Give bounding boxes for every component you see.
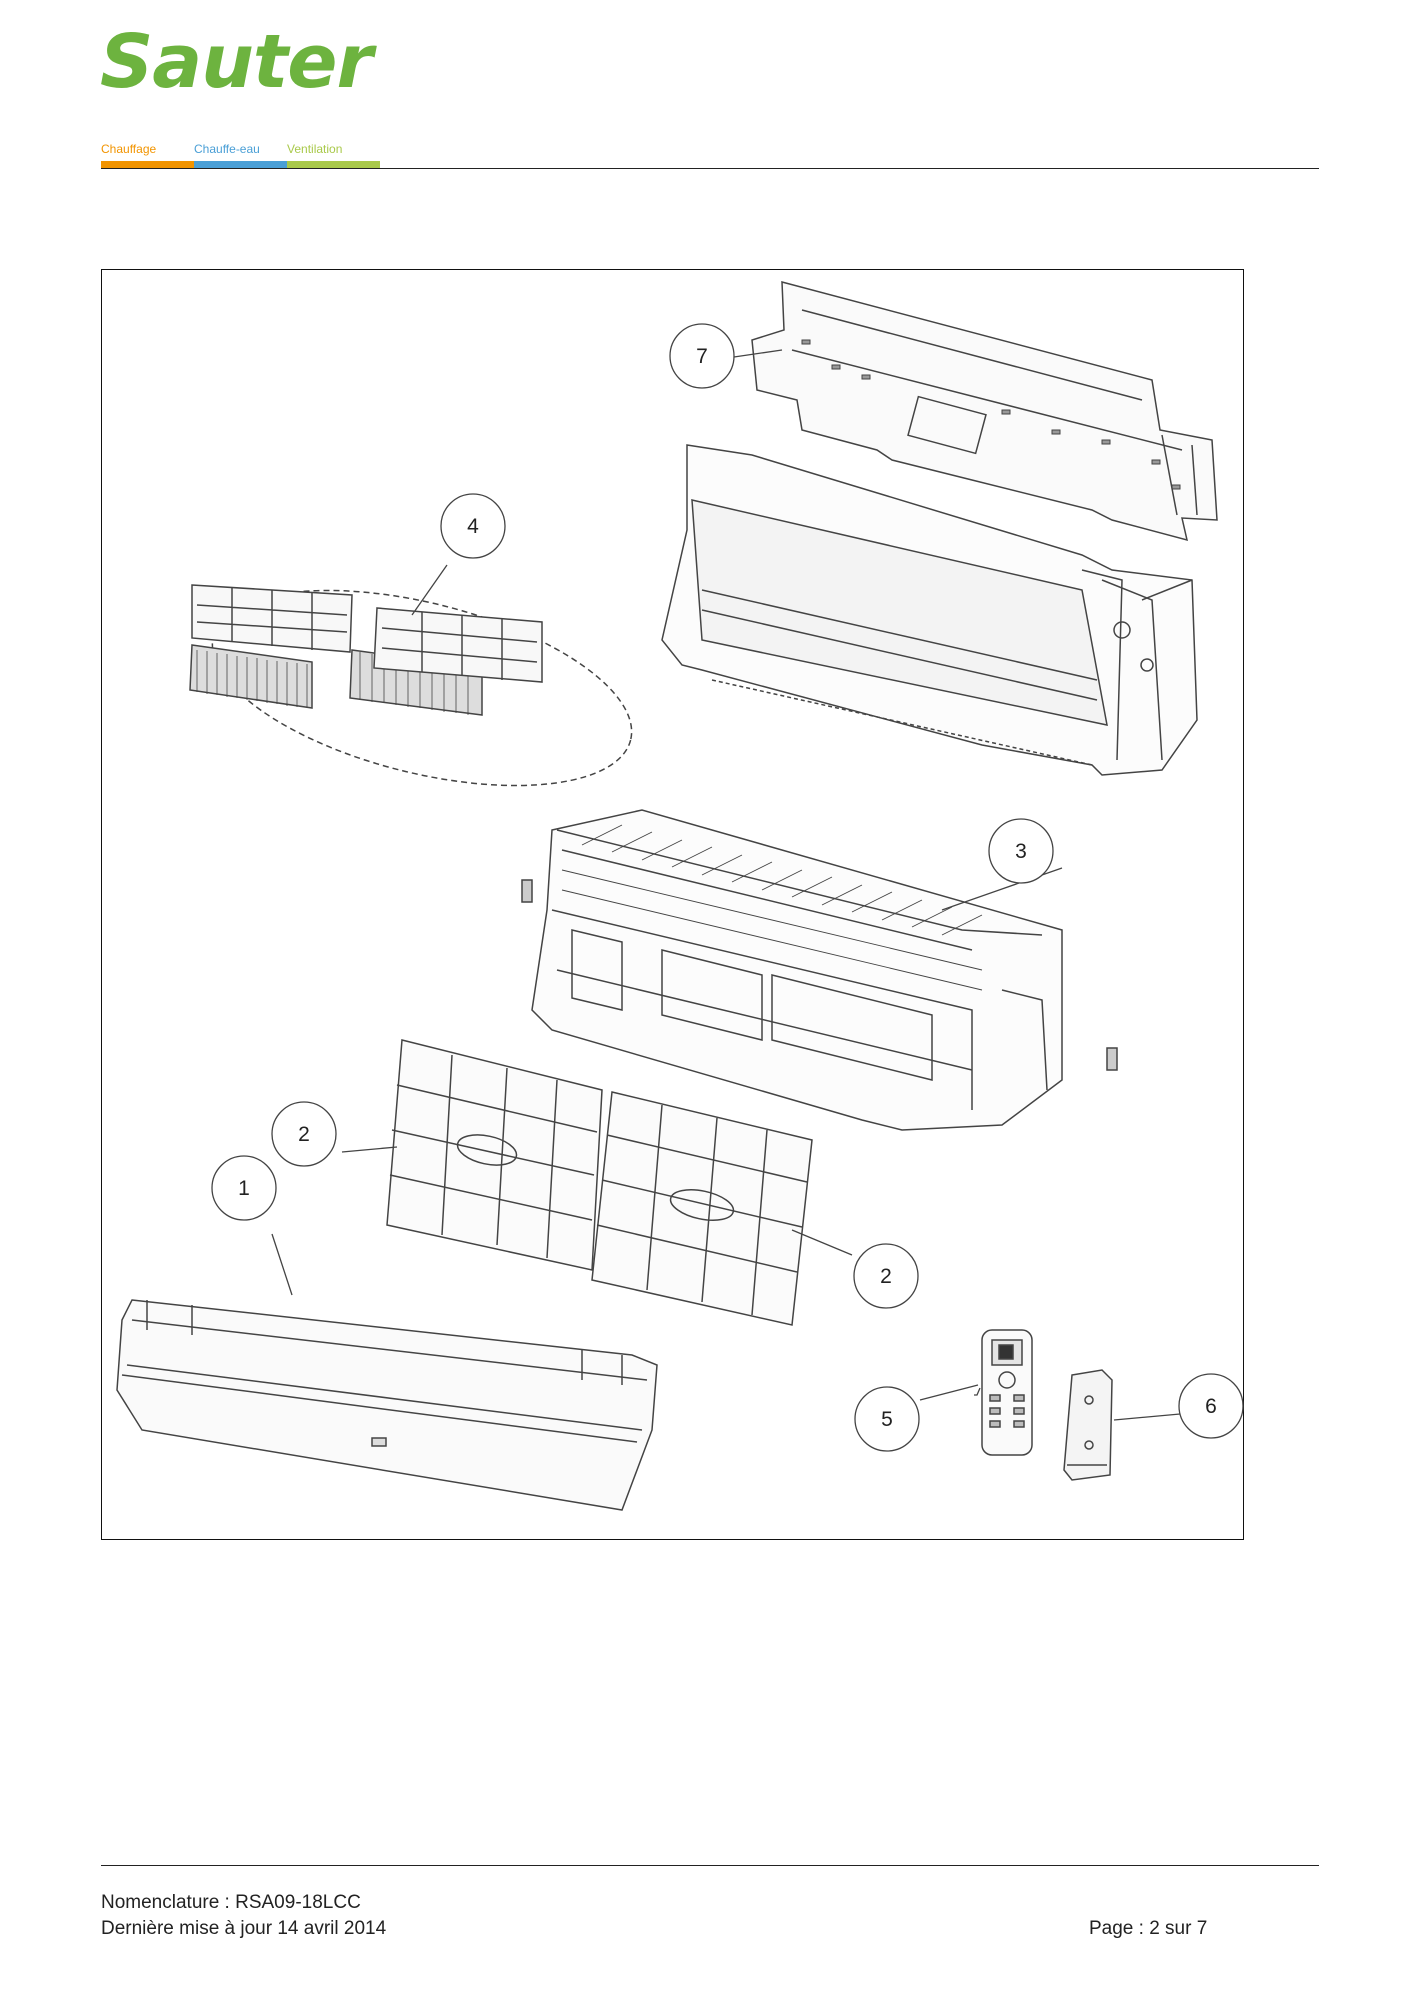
air-filter-left-drawing [386,1039,603,1271]
callout-7: 7 [669,323,735,389]
exploded-view-diagram: 7 4 3 2 1 2 5 6 [101,269,1244,1540]
brand-logo: Sauter [100,19,373,105]
tab-chauffage: Chauffage [101,142,194,168]
footer-page-number: Page : 2 sur 7 [1089,1918,1208,1939]
svg-text:5: 5 [881,1408,893,1431]
tab-label: Chauffe-eau [194,142,260,156]
callout-3: 3 [988,818,1054,884]
footer-last-updated: Dernière mise à jour 14 avril 2014 [101,1918,387,1939]
tab-ventilation: Ventilation [287,142,380,168]
callout-6: 6 [1178,1373,1244,1439]
remote-holder-drawing [1063,1369,1113,1481]
front-panel-drawing [116,1299,658,1511]
callout-1: 1 [211,1155,277,1221]
tab-chauffe-eau: Chauffe-eau [194,142,287,168]
svg-text:2: 2 [880,1265,892,1288]
remote-control-drawing [981,1329,1033,1456]
air-filter-right-drawing [591,1091,813,1326]
header-divider [101,168,1319,169]
tab-color-bar [194,161,287,168]
svg-text:7: 7 [696,345,708,368]
callout-5: 5 [854,1386,920,1452]
chassis-drawing [661,444,1198,776]
mounting-plate-drawing [751,281,1218,542]
footer-nomenclature: Nomenclature : RSA09-18LCC [101,1892,361,1913]
tab-color-bar [287,161,380,168]
tab-label: Ventilation [287,142,343,156]
callout-4: 4 [440,493,506,559]
callout-2-right: 2 [853,1243,919,1309]
front-frame-drawing [521,809,1118,1131]
svg-text:1: 1 [238,1177,250,1200]
footer-divider [101,1865,1319,1866]
diagram-svg: 7 4 3 2 1 2 5 6 [116,281,1244,1511]
svg-text:6: 6 [1205,1395,1217,1418]
tab-label: Chauffage [101,142,157,156]
svg-text:4: 4 [467,515,479,538]
tab-color-bar [101,161,194,168]
callout-2-left: 2 [271,1101,337,1167]
callout-bubbles: 7 4 3 2 1 2 5 6 [211,323,1244,1452]
filter-set-drawing [189,584,633,787]
category-tabs: Chauffage Chauffe-eau Ventilation [101,142,381,168]
svg-text:2: 2 [298,1123,310,1146]
svg-text:3: 3 [1015,840,1027,863]
